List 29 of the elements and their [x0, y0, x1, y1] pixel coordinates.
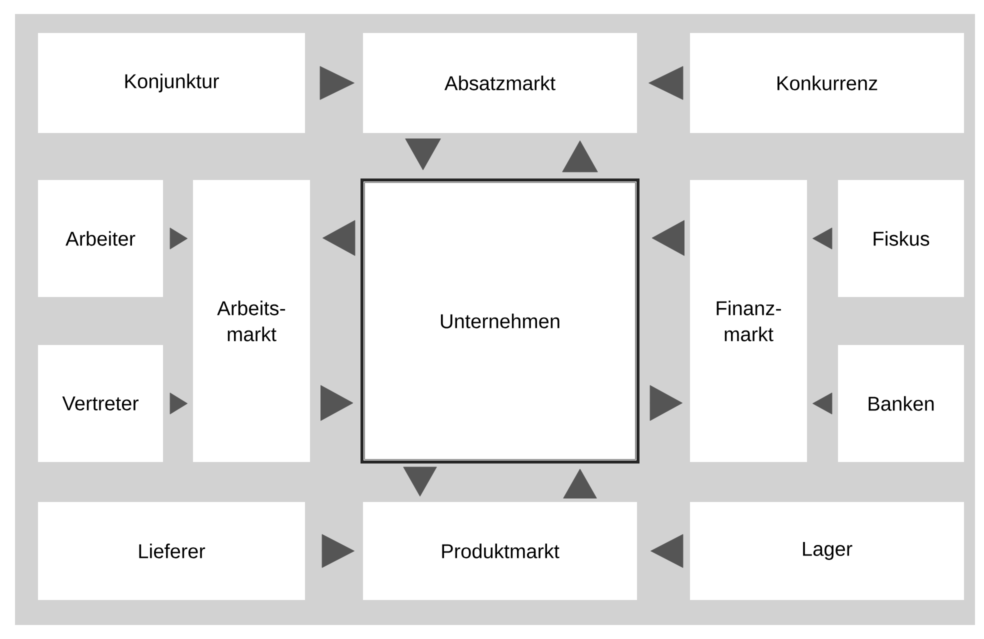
arrow [405, 138, 441, 170]
arrow [320, 385, 354, 421]
arrow [170, 392, 188, 414]
label-box: Konkurrenz [690, 33, 964, 133]
label-box: Produktmarkt [363, 502, 637, 600]
label-box: Arbeiter [38, 180, 163, 297]
arrow [170, 228, 188, 250]
label-box: Vertreter [38, 344, 163, 462]
label-box: Konjunktur [38, 33, 305, 133]
arrow [322, 534, 354, 568]
arrow [650, 534, 684, 568]
label-box: Absatzmarkt [363, 33, 637, 133]
arrow [652, 220, 685, 256]
arrow [650, 385, 683, 421]
arrow [648, 66, 684, 100]
arrow [812, 392, 832, 414]
label-box: Banken [838, 344, 964, 462]
label-box: Lager [690, 502, 964, 600]
central-box: Unternehmen [360, 178, 640, 464]
label-box: Lieferer [38, 502, 305, 600]
arrow [322, 220, 356, 256]
arrow [563, 468, 597, 499]
arrow [320, 66, 354, 100]
arrow [812, 228, 832, 250]
arrow [403, 466, 437, 497]
label-box: Arbeits- markt [193, 180, 310, 462]
arrow [562, 140, 598, 172]
label-box: Fiskus [838, 180, 964, 297]
label-box: Finanz- markt [690, 180, 807, 462]
